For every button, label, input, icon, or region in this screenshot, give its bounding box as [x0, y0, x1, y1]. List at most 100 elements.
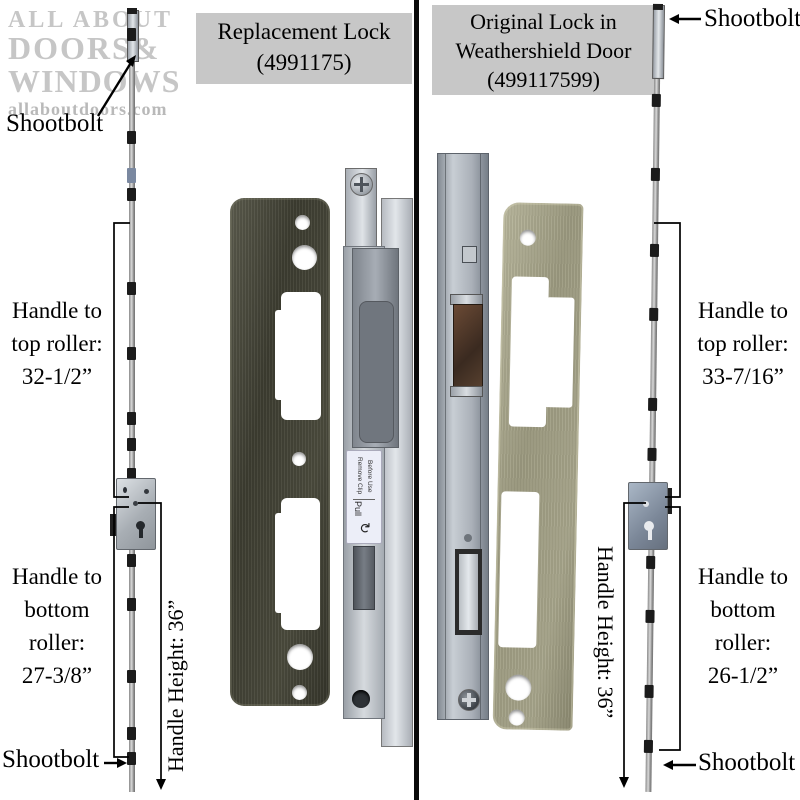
measure-line: bottom: [24, 597, 90, 622]
replacement-lock-top-strip: [345, 168, 377, 250]
rod-tab: [127, 347, 136, 360]
rod-tab: [127, 188, 136, 201]
spindle-hole: [292, 245, 317, 270]
rod-tab: [127, 554, 136, 567]
measure-line: roller:: [714, 630, 772, 655]
measure-line: Handle to: [11, 564, 103, 589]
shootbolt-label-top-left: Shootbolt: [6, 110, 104, 137]
keyhole-icon: [136, 521, 145, 530]
mech-block-inner: [359, 301, 394, 443]
right-title-part-number: (499117599): [487, 67, 600, 92]
strip-detail: [462, 246, 477, 263]
measure-value: 32-1/2”: [21, 364, 93, 389]
measure-line: top roller:: [11, 331, 103, 356]
latch-bolt: [453, 304, 483, 388]
latch-cutout: [281, 292, 321, 420]
rod-tab: [127, 28, 136, 41]
left-gearbox: [116, 478, 156, 550]
spindle-hole: [287, 644, 313, 670]
label-line-2: Before Use: [365, 459, 373, 493]
screw-cross: [354, 183, 369, 186]
replacement-lock-slot: [353, 546, 375, 610]
rod-tab: [127, 727, 136, 740]
left-title-line: Replacement Lock: [217, 19, 391, 44]
rod-tab: [127, 598, 136, 611]
shootbolt-label-bottom-right: Shootbolt: [698, 749, 796, 776]
arrow-to-bottom-right-shootbolt: [663, 760, 696, 770]
arrow-to-top-right-shootbolt: [669, 14, 701, 24]
right-title-line-2: Weathershield Door: [455, 38, 632, 63]
screw-cross: [462, 698, 476, 702]
deadbolt-cutout: [281, 498, 320, 630]
label-line-1: Remove Clip: [356, 457, 363, 495]
screw-hole-dark: [352, 690, 370, 708]
label-text: Remove Clip Before Use: [347, 451, 381, 499]
right-handle-height-label: Handle Height: 36”: [593, 546, 618, 719]
measure-line: roller:: [28, 630, 86, 655]
deadbolt: [459, 554, 478, 630]
rod-tab: [127, 438, 136, 451]
right-bottom-roller-bracket: [659, 506, 681, 751]
strip-edge: [480, 154, 481, 719]
keyhole-icon: [644, 521, 654, 531]
measure-line: top roller:: [697, 331, 789, 356]
replacement-lock-mech-block: [352, 248, 399, 448]
screw-hole: [292, 685, 307, 700]
left-handle-to-top-roller-measure: Handle to top roller: 32-1/2”: [0, 294, 114, 393]
right-handle-height-line: [619, 502, 646, 788]
top-roller-tab: [127, 282, 136, 295]
left-bottom-roller-bracket: [113, 506, 129, 758]
logo-line-3: WINDOWS: [8, 63, 181, 100]
measure-value: 27-3/8”: [21, 663, 93, 688]
shootbolt-label-top-right: Shootbolt: [704, 5, 800, 32]
left-shootbolt-rod: [126, 8, 140, 792]
deadbolt-frame: [455, 549, 482, 635]
keyhole-icon: [139, 529, 143, 538]
original-lock-mortise-strip: [437, 153, 489, 720]
arrow-to-top-left-shootbolt: [96, 55, 136, 117]
measure-line: Handle to: [11, 298, 103, 323]
rod-tab: [127, 131, 136, 144]
right-gearbox: [628, 482, 668, 550]
gearbox-detail: [144, 489, 149, 494]
measure-line: Handle to: [697, 298, 789, 323]
measure-line: bottom: [710, 597, 776, 622]
remove-clip-label: Remove Clip Before Use Pull ↻: [346, 450, 382, 544]
rod-tab: [127, 670, 136, 683]
left-handle-to-bottom-roller-measure: Handle to bottom roller: 27-3/8”: [0, 560, 114, 692]
strip-detail: [464, 534, 472, 542]
left-title-part-number: (4991175): [256, 50, 352, 75]
measure-line: Handle to: [697, 564, 789, 589]
rod-tab: [127, 168, 136, 183]
measure-value: 26-1/2”: [707, 663, 779, 688]
arrow-to-bottom-left-shootbolt: [104, 758, 127, 768]
logo-line-1: ALL ABOUT: [8, 7, 174, 33]
measure-value: 33-7/16”: [702, 364, 784, 389]
right-title-line-1: Original Lock in: [470, 9, 617, 34]
phillips-screw-icon: [458, 689, 480, 711]
strip-edge: [445, 154, 446, 719]
right-title-box: Original Lock in Weathershield Door (499…: [432, 5, 655, 95]
pull-label: Pull: [353, 499, 375, 518]
deadbolt-cutout-notch: [275, 513, 285, 613]
logo-website: allaboutdoors.com: [8, 98, 168, 119]
rod-tab: [127, 412, 136, 425]
screw-hole: [292, 452, 306, 466]
keyhole-icon: [648, 530, 652, 540]
shootbolt-label-bottom-left: Shootbolt: [2, 746, 100, 773]
left-title-box: Replacement Lock (4991175): [196, 13, 412, 84]
bottom-roller-tab: [127, 752, 136, 765]
rod-tab: [127, 468, 136, 481]
panel-divider: [414, 0, 419, 800]
phillips-screw-icon: [350, 173, 373, 196]
screw-hole: [295, 215, 310, 230]
right-handle-to-top-roller-measure: Handle to top roller: 33-7/16”: [686, 294, 800, 393]
gearbox-detail: [643, 501, 649, 507]
gearbox-detail: [123, 487, 127, 493]
latch-flange: [450, 386, 483, 397]
latch-cutout-notch: [275, 310, 285, 400]
left-top-roller-bracket: [113, 222, 130, 498]
rod-strip: [129, 8, 135, 792]
